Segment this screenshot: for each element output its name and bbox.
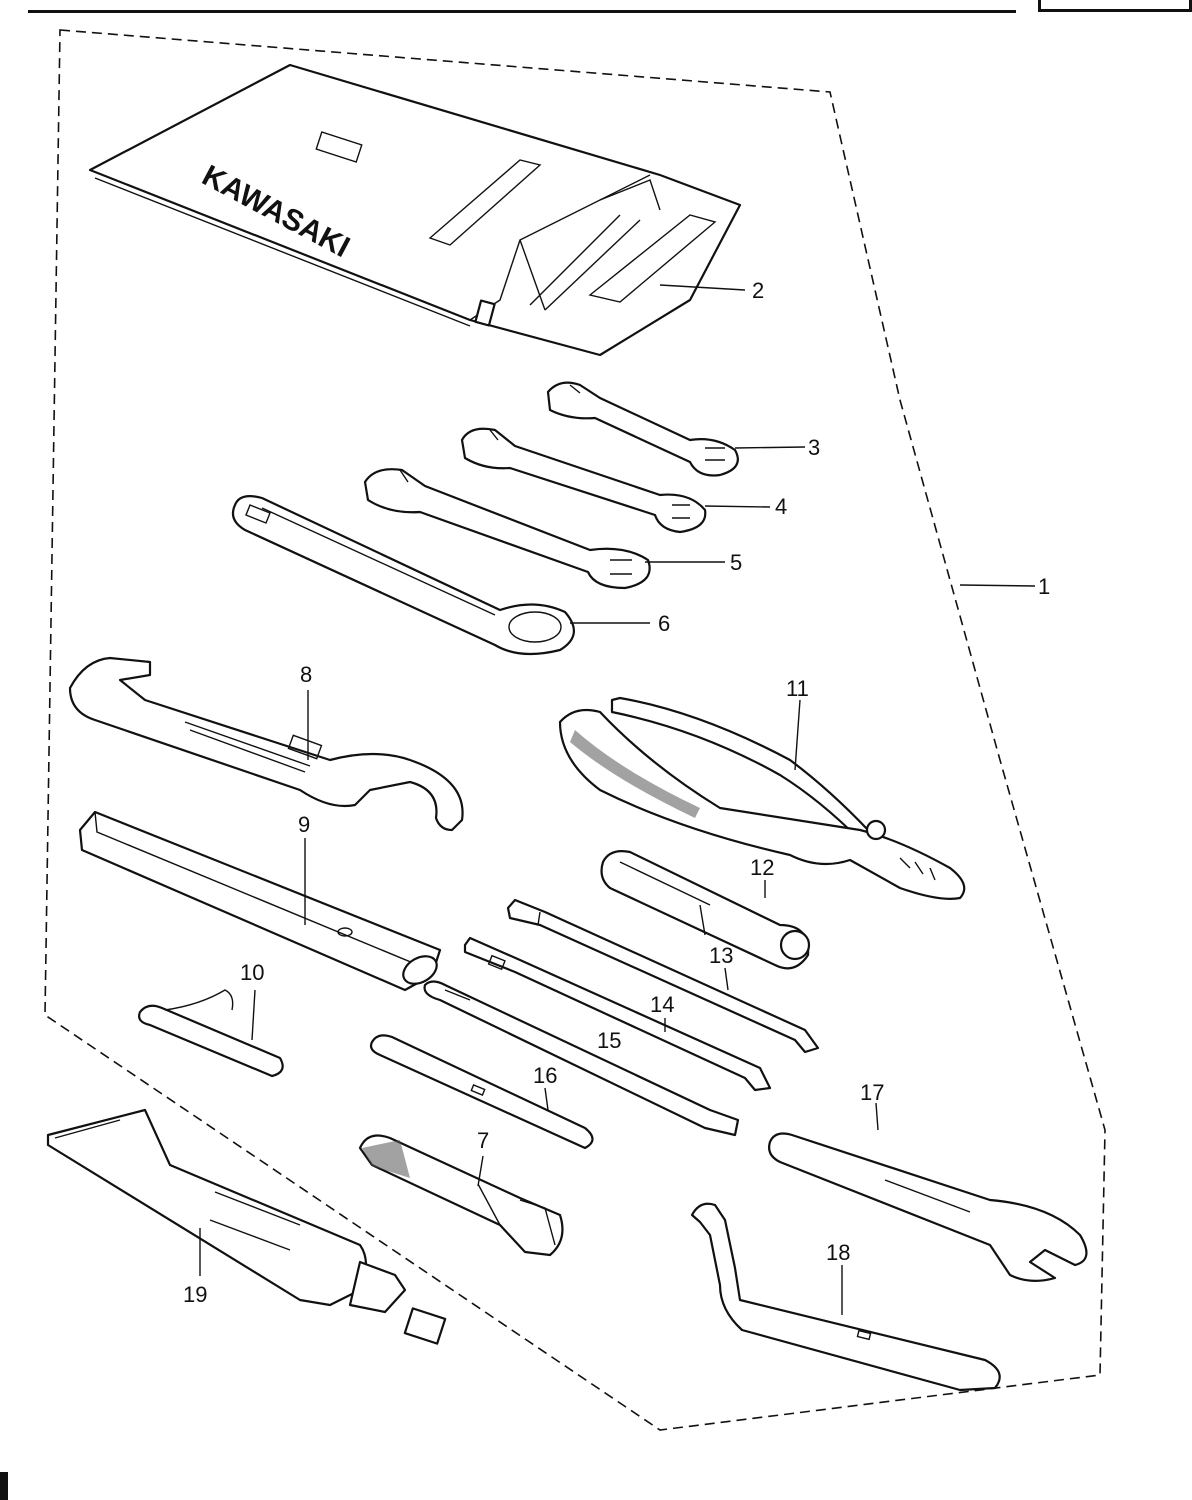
callout-17: 17 bbox=[860, 1080, 884, 1105]
open-end-wrench-4 bbox=[460, 427, 707, 534]
leader-lines bbox=[199, 284, 1036, 1315]
box-wrench-6 bbox=[231, 495, 575, 656]
callout-9: 9 bbox=[298, 812, 310, 837]
callout-19: 19 bbox=[183, 1282, 207, 1307]
pliers-11 bbox=[558, 696, 966, 900]
extension-bar-9 bbox=[78, 810, 442, 992]
grease-tube-19 bbox=[46, 1108, 447, 1345]
callout-12: 12 bbox=[750, 855, 774, 880]
corner-mark bbox=[0, 1472, 8, 1500]
open-end-wrench-17 bbox=[768, 1132, 1088, 1282]
callout-16: 16 bbox=[533, 1063, 557, 1088]
hook-wrench-8 bbox=[68, 656, 464, 832]
callout-15: 15 bbox=[597, 1028, 621, 1053]
callout-7: 7 bbox=[477, 1128, 489, 1153]
tire-lever-16 bbox=[369, 1034, 594, 1150]
screwdriver-handle-12 bbox=[600, 850, 811, 970]
screwdriver-13 bbox=[506, 898, 820, 1054]
callout-14: 14 bbox=[650, 992, 674, 1017]
callout-3: 3 bbox=[808, 435, 820, 460]
spark-plug-wrench-7 bbox=[358, 1134, 564, 1257]
callout-13: 13 bbox=[709, 943, 733, 968]
callout-1: 1 bbox=[1038, 574, 1050, 599]
screwdriver-14 bbox=[463, 936, 772, 1092]
callout-2: 2 bbox=[752, 278, 764, 303]
open-end-wrench-5 bbox=[363, 468, 651, 590]
callout-10: 10 bbox=[240, 960, 264, 985]
spoke-tool-10 bbox=[138, 989, 284, 1078]
callout-18: 18 bbox=[826, 1240, 850, 1265]
hook-spanner-18 bbox=[690, 1202, 1001, 1392]
header-box bbox=[1038, 0, 1192, 12]
callout-11: 11 bbox=[786, 676, 809, 701]
screwdriver-15 bbox=[423, 980, 740, 1137]
callout-labels: 1 2 3 4 5 6 7 8 9 10 11 12 13 14 15 16 1… bbox=[183, 278, 1050, 1307]
header-rule bbox=[28, 10, 1016, 13]
callout-5: 5 bbox=[730, 550, 742, 575]
open-end-wrench-3 bbox=[546, 381, 739, 477]
kit-boundary-outline bbox=[44, 29, 1106, 1431]
tool-bag: KAWASAKI bbox=[88, 63, 742, 357]
callout-6: 6 bbox=[658, 611, 670, 636]
callout-8: 8 bbox=[300, 662, 312, 687]
callout-4: 4 bbox=[775, 494, 787, 519]
